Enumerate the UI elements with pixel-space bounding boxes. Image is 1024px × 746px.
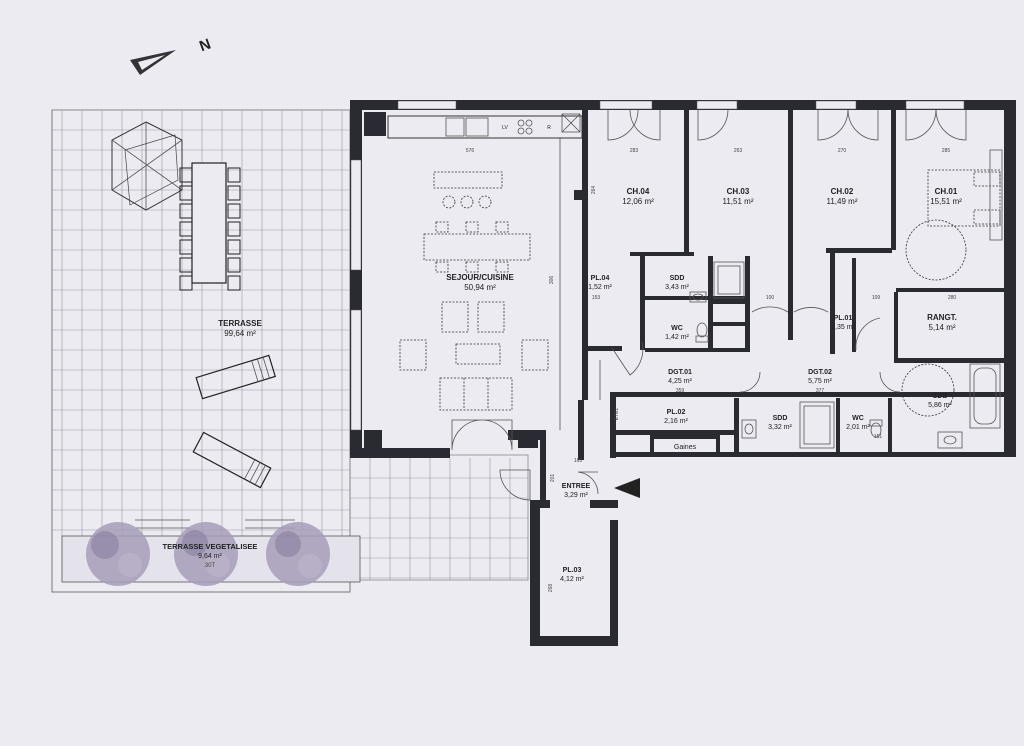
dimension: 268: [548, 584, 554, 593]
sun-lounger-icon: [192, 431, 272, 489]
walls: [350, 100, 1016, 646]
chair-icon: [227, 275, 241, 291]
chair-icon: [179, 275, 193, 291]
chair-icon: [179, 203, 193, 219]
dimension: 283: [630, 148, 639, 154]
kitchen-r-label: R: [547, 125, 551, 131]
room-area: 12,06 m²: [622, 197, 654, 206]
room-area: 11,49 m²: [827, 197, 858, 206]
room-area: 5,75 m²: [808, 378, 832, 385]
room-name: RANGT.: [927, 313, 957, 322]
doors: [451, 109, 967, 501]
room-area: 11,51 m²: [723, 197, 754, 206]
room-area: 2,16 m²: [664, 418, 688, 425]
etel-label: ETEL: [614, 408, 620, 421]
room-area: 4,25 m²: [668, 378, 692, 385]
room-name: DGT.01: [668, 369, 692, 376]
room-area: 1,52 m²: [588, 284, 612, 291]
chair-icon: [227, 239, 241, 255]
room-name: WC: [671, 325, 683, 332]
chair-icon: [179, 221, 193, 237]
room-name: PL.03: [563, 567, 582, 574]
dimension: 263: [734, 148, 743, 154]
chair-icon: [179, 257, 193, 273]
room-name: TERRASSE VEGETALISEE: [163, 542, 258, 551]
room-area: 3,32 m²: [768, 424, 792, 431]
chair-icon: [179, 185, 193, 201]
sun-lounger-icon: [195, 354, 277, 400]
shrub-icon: [86, 522, 150, 586]
room-area: 2,01 m²: [846, 424, 870, 431]
room-name: CH.03: [727, 187, 750, 196]
room-area: 50,94 m²: [464, 283, 496, 292]
kitchen-counter: [387, 113, 583, 139]
room-name: SDD: [773, 415, 788, 422]
room-area: 1,35 m²: [831, 324, 855, 331]
entrance-arrow-icon: [614, 478, 640, 498]
room-name: CH.04: [627, 187, 650, 196]
dimension: 285: [942, 148, 951, 154]
bathroom-fixtures: [689, 149, 1003, 449]
room-name: DGT.02: [808, 369, 832, 376]
chair-icon: [227, 185, 241, 201]
room-name: ENTREE: [562, 483, 591, 490]
room-name: SDB: [933, 393, 948, 400]
gaines-label: Gaines: [674, 444, 697, 451]
dimension: 270: [838, 148, 847, 154]
dimension: 306: [549, 276, 555, 285]
room-area: 9,64 m²: [198, 553, 222, 560]
dimension: 377: [816, 388, 825, 394]
dimension: 100: [766, 295, 775, 301]
room-name: CH.01: [935, 187, 958, 196]
room-name: CH.02: [831, 187, 854, 196]
chair-icon: [227, 221, 241, 237]
room-area: 5,14 m²: [928, 323, 955, 332]
room-area: 1,42 m²: [665, 334, 689, 341]
shrub-icon: [174, 522, 238, 586]
outdoor-table-icon: [179, 162, 241, 291]
room-note: 30T: [205, 563, 216, 569]
kitchen-lv-label: LV: [502, 125, 508, 131]
dimension: 165: [574, 458, 583, 464]
parasol-icon: [111, 121, 183, 211]
chair-icon: [179, 239, 193, 255]
north-arrow-icon: [130, 50, 176, 75]
shrub-icon: [266, 522, 330, 586]
room-area: 4,12 m²: [560, 576, 584, 583]
room-name: TERRASSE: [218, 319, 262, 328]
room-area: 15,51 m²: [930, 197, 962, 206]
chair-icon: [227, 257, 241, 273]
room-area: 3,29 m²: [564, 492, 588, 499]
room-area: 99,64 m²: [224, 329, 256, 338]
dimension: 151: [874, 434, 883, 440]
chair-icon: [227, 167, 241, 183]
north-label: N: [197, 36, 213, 56]
room-area: 3,43 m²: [665, 284, 689, 291]
room-name: SDD: [670, 275, 685, 282]
room-name: PL.02: [667, 409, 686, 416]
living-furniture: [399, 171, 549, 411]
dimension: 109: [872, 295, 881, 301]
dimension: 576: [466, 148, 475, 154]
dimension: 359: [676, 388, 685, 394]
dimension: 201: [550, 474, 556, 483]
dimension: 264: [591, 186, 597, 195]
dimension: 153: [592, 295, 601, 301]
room-name: WC: [852, 415, 864, 422]
room-area: 5,86 m²: [928, 402, 952, 409]
room-labels: TERRASSE 99,64 m² TERRASSE VEGETALISEE 9…: [163, 187, 963, 583]
room-name: PL.01: [834, 315, 853, 322]
dimension: 280: [948, 295, 957, 301]
chair-icon: [227, 203, 241, 219]
room-name: PL.04: [591, 275, 610, 282]
chair-icon: [179, 167, 193, 183]
room-name: SEJOUR/CUISINE: [446, 273, 514, 282]
dimension-labels: 576 283 263 270 285 306 165 280 359 377 …: [466, 148, 957, 592]
